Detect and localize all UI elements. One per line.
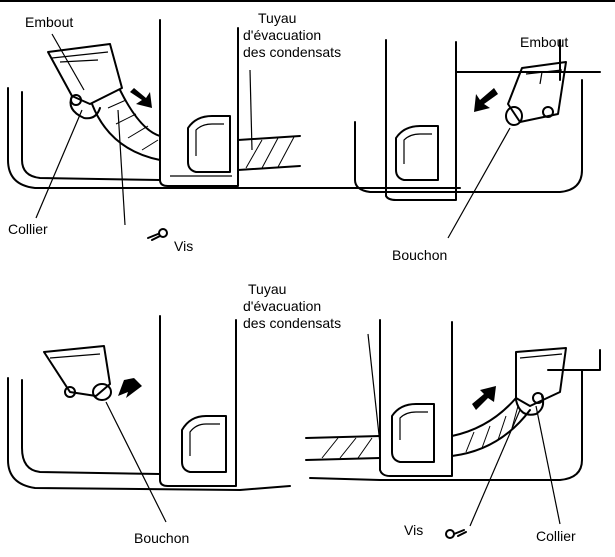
- clamp-bolt: [532, 392, 544, 404]
- unit-housing: [7, 87, 461, 189]
- top-border-line: [0, 0, 615, 2]
- unit-housing: [7, 377, 291, 491]
- panel-bottom-left: [7, 315, 291, 523]
- label-tuyau-top-left-1: Tuyau: [258, 10, 297, 26]
- panel-cutout: [391, 403, 435, 463]
- label-collier-top-left: Collier: [8, 221, 48, 237]
- clamp: [515, 395, 545, 416]
- panel-cutout: [395, 125, 439, 181]
- drain-outlet: [507, 61, 567, 123]
- label-embout-top-left: Embout: [25, 14, 74, 30]
- drain-outlet: [47, 43, 123, 105]
- side-panel: [379, 319, 453, 477]
- label-vis-bottom-right: Vis: [404, 522, 424, 538]
- label-collier-bottom-right: Collier: [536, 528, 576, 544]
- label-bouchon-bottom-left: Bouchon: [134, 530, 190, 546]
- direction-arrow: [118, 374, 142, 398]
- panel-bottom-right: [305, 319, 601, 539]
- side-panel: [159, 315, 237, 487]
- label-tuyau-top-left-2: d'évacuation: [243, 27, 322, 43]
- clamp: [69, 95, 101, 120]
- direction-arrow: [474, 88, 498, 112]
- direction-arrow: [472, 386, 496, 410]
- label-vis-top-left: Vis: [174, 238, 194, 254]
- hose-curve: [451, 397, 531, 457]
- panel-cutout: [181, 415, 227, 473]
- drain-hose: [237, 135, 301, 171]
- direction-arrow: [130, 88, 152, 108]
- panel-top-left: [7, 19, 461, 241]
- drain-hose: [305, 435, 381, 461]
- side-panel: [159, 19, 239, 187]
- label-tuyau-bottom-left-2: d'évacuation: [243, 298, 322, 314]
- screw-icon: [453, 529, 467, 537]
- label-tuyau-bottom-left-1: Tuyau: [248, 281, 287, 297]
- label-embout-top-right: Embout: [520, 34, 569, 50]
- screw-icon: [147, 233, 161, 241]
- label-tuyau-bottom-left-3: des condensats: [243, 315, 342, 331]
- unit-housing: [354, 79, 583, 193]
- panel-cutout: [187, 115, 231, 173]
- panel-top-right: [354, 39, 601, 239]
- side-panel: [385, 39, 457, 201]
- drain-outlet: [515, 347, 567, 407]
- label-bouchon-top-right: Bouchon: [392, 247, 448, 263]
- unit-housing: [309, 369, 583, 481]
- drain-cap: [92, 383, 112, 401]
- label-tuyau-top-left-3: des condensats: [243, 44, 342, 60]
- clamp-bolt: [70, 94, 82, 106]
- drain-outlet: [43, 345, 111, 397]
- drain-cap: [505, 106, 523, 126]
